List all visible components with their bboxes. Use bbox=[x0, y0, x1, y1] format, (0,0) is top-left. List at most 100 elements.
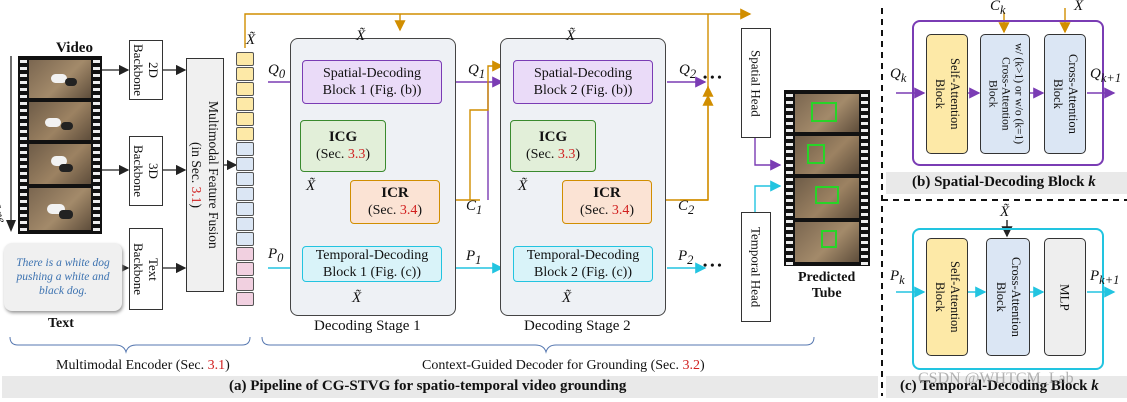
qk1-subscript: k+1 bbox=[1100, 71, 1122, 85]
x-tilde-label: X̃ bbox=[566, 28, 576, 44]
video-token bbox=[236, 67, 254, 81]
motion-token bbox=[236, 157, 254, 171]
x-tilde-label: X̃ bbox=[562, 290, 572, 306]
dog-shape bbox=[59, 164, 73, 172]
icg-block-1: ICG (Sec. 3.3) bbox=[300, 120, 386, 172]
dog-shape bbox=[59, 210, 73, 219]
motion-token bbox=[236, 187, 254, 201]
q0-symbol: Q bbox=[268, 62, 279, 78]
fusion-label: Multimodal Feature Fusion (in Sec. 3.1) bbox=[188, 101, 222, 249]
temporal-block-2-label: Temporal-Decoding Block 2 (Fig. (c)) bbox=[526, 248, 640, 280]
panel-b-self-attention-label: Self-Attention Block bbox=[933, 58, 962, 130]
fusion-title: Multimodal Feature Fusion bbox=[206, 101, 221, 249]
detection-box bbox=[811, 102, 837, 122]
icg-2-ref-pre: (Sec. bbox=[525, 147, 558, 162]
video-frame bbox=[29, 188, 91, 230]
decoder-section-number: 3.2 bbox=[682, 358, 700, 373]
caption-c-bar bbox=[886, 376, 1127, 398]
detection-box bbox=[807, 144, 825, 164]
panel-b-frame bbox=[912, 20, 1104, 166]
decoder-section-pre: Context-Guided Decoder for Grounding (Se… bbox=[422, 358, 683, 373]
text-label: Text bbox=[48, 316, 74, 331]
icr-1-ref: (Sec. 3.4) bbox=[368, 202, 422, 219]
encoder-section-number: 3.1 bbox=[207, 358, 226, 373]
p-ellipsis: • • • bbox=[703, 258, 722, 272]
panel-b-arrows bbox=[896, 8, 1116, 99]
icr-2-ref-pre: (Sec. bbox=[579, 203, 612, 218]
panel-c-self-attention-label: Self-Attention Block bbox=[933, 261, 962, 333]
qk-subscript: k bbox=[900, 71, 907, 85]
q-ellipsis: • • • bbox=[703, 70, 722, 84]
q1-symbol: Q bbox=[468, 62, 479, 78]
q1-label: Q1 bbox=[468, 62, 485, 82]
icr-2-ref-post: ) bbox=[629, 203, 635, 218]
c2-symbol: C bbox=[678, 198, 689, 214]
icg-2-title: ICG bbox=[538, 129, 568, 145]
ck-symbol: C bbox=[990, 0, 1001, 14]
x-tilde-label: X̃ bbox=[306, 178, 316, 194]
icg-2-ref: (Sec. 3.3) bbox=[526, 146, 580, 163]
panel-b-cross-attention: Cross-Attention Block bbox=[1044, 34, 1086, 154]
fusion-ref-post: ) bbox=[189, 203, 204, 209]
video-frame bbox=[29, 144, 91, 184]
backbone-3d: 3D Backbone bbox=[129, 136, 163, 206]
motion-token bbox=[236, 172, 254, 186]
ck-subscript: k bbox=[1000, 3, 1006, 17]
q1-subscript: 1 bbox=[478, 67, 486, 81]
caption-c-k: k bbox=[1091, 378, 1099, 394]
backbone-text: Text Backbone bbox=[129, 228, 163, 310]
temporal-block-1-label: Temporal-Decoding Block 1 (Fig. (c)) bbox=[315, 248, 429, 280]
backbone-3d-label: 3D Backbone bbox=[131, 145, 161, 197]
icr-block-1: ICR (Sec. 3.4) bbox=[350, 180, 440, 224]
film-perforation-right bbox=[861, 90, 868, 266]
pk-subscript: k bbox=[899, 273, 905, 287]
panel-b-self-attention: Self-Attention Block bbox=[926, 34, 968, 154]
film-perforation-left bbox=[20, 56, 27, 234]
q0-subscript: 0 bbox=[278, 67, 286, 81]
panel-c-pk1-label: Pk+1 bbox=[1090, 268, 1119, 288]
dog-shape bbox=[65, 78, 77, 86]
x-tilde-label: X̃ bbox=[352, 290, 362, 306]
dog-shape bbox=[61, 122, 73, 130]
temporal-head: Temporal Head bbox=[741, 212, 771, 322]
motion-token bbox=[236, 232, 254, 246]
panel-c-pk-label: Pk bbox=[890, 268, 905, 288]
icg-2-ref-number: 3.3 bbox=[557, 147, 576, 162]
pk1-symbol: P bbox=[1090, 268, 1100, 284]
detection-box bbox=[821, 230, 837, 248]
icr-1-ref-number: 3.4 bbox=[399, 203, 418, 218]
encoder-section-pre: Multimodal Encoder (Sec. bbox=[56, 358, 208, 373]
temporal-head-label: Temporal Head bbox=[748, 226, 764, 308]
panel-b-cross-attention-label: Cross-Attention Block bbox=[1051, 54, 1080, 134]
icr-1-title: ICR bbox=[381, 185, 409, 201]
watermark: CSDN @WHTCM_Lab bbox=[918, 370, 1074, 387]
icg-1-ref-pre: (Sec. bbox=[315, 147, 348, 162]
panel-b-qk1-label: Qk+1 bbox=[1090, 66, 1121, 86]
qk-symbol: Q bbox=[890, 66, 901, 82]
video-film-strip bbox=[18, 56, 102, 234]
text-token bbox=[236, 292, 254, 306]
panel-b-qk-label: Qk bbox=[890, 66, 906, 86]
panel-b-cross-attention-mid: w/ (k>1) or w/o (k=1) Cross-Attention Bl… bbox=[980, 34, 1030, 154]
backbone-2d-label: 2D Backbone bbox=[131, 44, 161, 96]
fusion-ref-pre: (in Sec. bbox=[189, 142, 204, 187]
p0-symbol: P bbox=[268, 246, 278, 262]
icr-1-ref-pre: (Sec. bbox=[367, 203, 400, 218]
predicted-tube-label: Predicted Tube bbox=[798, 270, 856, 301]
caption-a: (a) Pipeline of CG-STVG for spatio-tempo… bbox=[229, 378, 627, 394]
dog-shape bbox=[45, 118, 61, 127]
encoder-arrows bbox=[102, 64, 238, 274]
stage-1-label: Decoding Stage 1 bbox=[314, 318, 421, 334]
dog-shape bbox=[47, 204, 65, 214]
x-tilde-label: X̃ bbox=[518, 178, 528, 194]
panel-b-ck-label: Ck bbox=[990, 0, 1006, 18]
stage-2-label: Decoding Stage 2 bbox=[524, 318, 631, 334]
panel-c-cross-attention: Cross-Attention Block bbox=[986, 238, 1030, 356]
c1-subscript: 1 bbox=[476, 203, 483, 217]
text-token bbox=[236, 277, 254, 291]
p1-subscript: 1 bbox=[475, 253, 482, 267]
caption-a-bar bbox=[2, 376, 878, 398]
panel-c-x-tilde: X̃ bbox=[1000, 204, 1010, 220]
caption-b-k: k bbox=[1088, 174, 1096, 190]
